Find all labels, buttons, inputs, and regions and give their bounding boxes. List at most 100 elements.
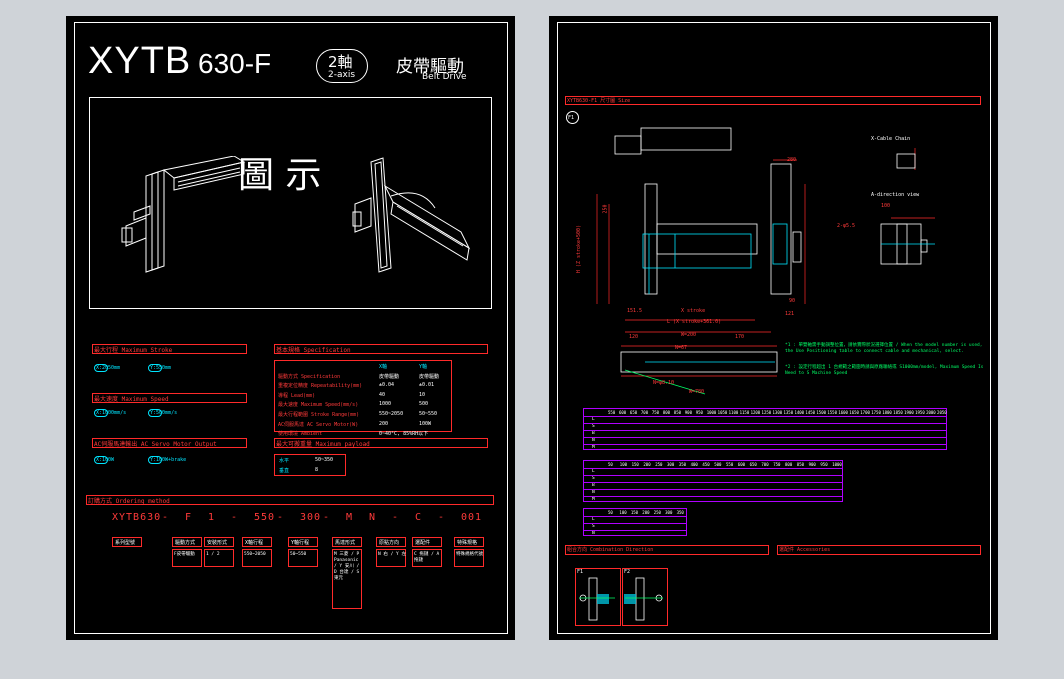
stroke-header-cell: 100 xyxy=(619,510,627,515)
left-border xyxy=(74,22,508,634)
stroke-header-cell: 950 xyxy=(820,462,828,467)
stroke-header-cell: 1950 xyxy=(915,410,925,415)
spec-cell: ±0.01 xyxy=(419,382,435,389)
order-box: 特殊規格 xyxy=(454,537,484,547)
section-max-stroke-label: 最大行程 Maximum Stroke xyxy=(94,347,173,354)
f1-badge-text: F1 xyxy=(568,115,575,121)
order-box-label: X軸行程 xyxy=(245,540,264,546)
order-box: 馬達形式 xyxy=(332,537,362,547)
dimension-drawing xyxy=(596,127,935,395)
y-motor-value: Y:100W+brake xyxy=(150,457,187,463)
a-view-label: A-direction view xyxy=(871,192,920,198)
dim-121: 121 xyxy=(785,311,795,317)
axis-cn: 2軸 xyxy=(328,53,353,71)
order-code-segment: N xyxy=(369,512,377,523)
stroke-header-cell: 1050 xyxy=(717,410,728,415)
stroke-header-cell: 700 xyxy=(640,410,649,415)
right-border xyxy=(557,22,991,634)
stroke-header-cell: 1200 xyxy=(750,410,761,415)
stroke-header-cell: 650 xyxy=(749,462,757,467)
order-box: 驅動方式 xyxy=(172,537,202,547)
stroke-header-cell: 600 xyxy=(618,410,627,415)
stroke-row-label: M xyxy=(592,497,595,502)
stroke-row-divider xyxy=(584,482,842,483)
section-accessories-label: 選配件 Accessories xyxy=(779,547,831,553)
spec-cell: 驅動方式 Specification xyxy=(278,373,341,380)
stroke-header-cell: 250 xyxy=(653,510,661,515)
stroke-header-cell: 1550 xyxy=(827,410,837,415)
order-code-segment: XYTB630 xyxy=(112,512,162,523)
combo-f2-label: F2 xyxy=(624,569,631,575)
stroke-header-cell: 200 xyxy=(642,510,650,515)
y-speed-pill xyxy=(148,409,162,417)
stroke-header-cell: 1600 xyxy=(838,410,848,415)
stroke-row-divider xyxy=(584,516,686,517)
order-code-segment: M xyxy=(346,512,354,523)
order-sub-label: 特殊規格代號 xyxy=(456,552,483,557)
order-code-segment: 550 xyxy=(254,512,276,523)
order-sub-label: 1 / 2 xyxy=(206,552,220,557)
dim-170: 170 xyxy=(735,334,745,340)
stroke-row-label: N xyxy=(592,490,595,495)
stroke-header-cell: 250 xyxy=(655,462,663,467)
stroke-header-cell: 650 xyxy=(629,410,638,415)
x-speed-value: X:1000mm/s xyxy=(96,410,127,416)
order-box-label: 原點方向 xyxy=(379,540,400,546)
dim-n-phi: N=φ8.10 xyxy=(653,380,675,386)
axis-en: 2-axis xyxy=(328,70,356,80)
stroke-header-cell: 50 xyxy=(608,510,613,515)
stroke-header-cell: 700 xyxy=(761,462,769,467)
order-code-segment: 300 xyxy=(300,512,322,523)
stroke-header-cell: 1150 xyxy=(739,410,750,415)
spec-cell: 100W xyxy=(419,420,432,427)
stroke-header-cell: 450 xyxy=(702,462,710,467)
payload-table: 水平 50~350 垂直 8 xyxy=(274,454,346,476)
stroke-row-divider xyxy=(584,444,946,445)
spec-cell: ±0.04 xyxy=(379,382,395,389)
drive-en: Belt Drive xyxy=(422,72,467,82)
order-box: 系列型號 xyxy=(112,537,142,547)
spec-cell: 550~2050 xyxy=(379,411,404,417)
order-box: X軸行程 xyxy=(242,537,272,547)
f1-badge xyxy=(566,111,579,124)
order-box-label: 選配件 xyxy=(415,540,431,546)
order-sub-box: C 拖鏈 / A 拖鏈 xyxy=(412,549,442,567)
dim-h: H (Z stroke+500) xyxy=(576,224,583,274)
payload-row-2-label: 垂直 xyxy=(279,468,290,474)
axis-badge xyxy=(316,49,368,83)
order-box: 選配件 xyxy=(412,537,442,547)
stroke-header-cell: 100 xyxy=(619,462,628,467)
spec-cell: 重複定位精度 Repeatability(mm) xyxy=(278,383,363,390)
order-box-label: 驅動方式 xyxy=(175,540,196,546)
spec-cell: X軸 xyxy=(379,364,388,370)
stroke-row-label: L xyxy=(592,417,595,422)
order-box-label: 馬達形式 xyxy=(335,540,356,546)
order-box-label: 特殊規格 xyxy=(457,540,478,546)
stroke-header-cell: 500 xyxy=(714,462,722,467)
section-payload-label: 最大可搬重量 Maximum payload xyxy=(276,441,370,448)
stroke-row-divider xyxy=(584,496,842,497)
stroke-header-cell: 1300 xyxy=(772,410,783,415)
dim-120: 120 xyxy=(629,334,639,340)
y-motor-pill xyxy=(148,456,162,464)
order-code-segment: - xyxy=(231,512,239,523)
stroke-header-cell: 1250 xyxy=(761,410,772,415)
spec-cell: Y軸 xyxy=(419,364,428,370)
y-stroke-value: Y:550mm xyxy=(150,365,172,371)
order-sub-label: C 拖鏈 / A 拖鏈 xyxy=(414,552,440,563)
stroke-header-cell: 850 xyxy=(796,462,805,467)
spec-cell: 導程 Lead(mm) xyxy=(278,392,316,399)
order-code-segment: - xyxy=(277,512,285,523)
spec-cell: 最大速度 Maximum Speed(mm/s) xyxy=(278,402,359,409)
left-sheet: XYTB 630-F 2軸 2-axis 皮帶驅動 Belt Drive 圖 示 xyxy=(66,16,515,640)
stroke-header-cell: 1000 xyxy=(832,462,842,467)
spec-cell: 使用環境 Ambient xyxy=(278,431,323,438)
stroke-row-label: S xyxy=(592,524,595,529)
stroke-row-label: M xyxy=(592,445,595,450)
order-code-segment: 1 xyxy=(208,512,216,523)
order-code-segment: - xyxy=(162,512,170,523)
dim-header-label: XYTB630-F1 尺寸圖 Size xyxy=(567,98,631,104)
